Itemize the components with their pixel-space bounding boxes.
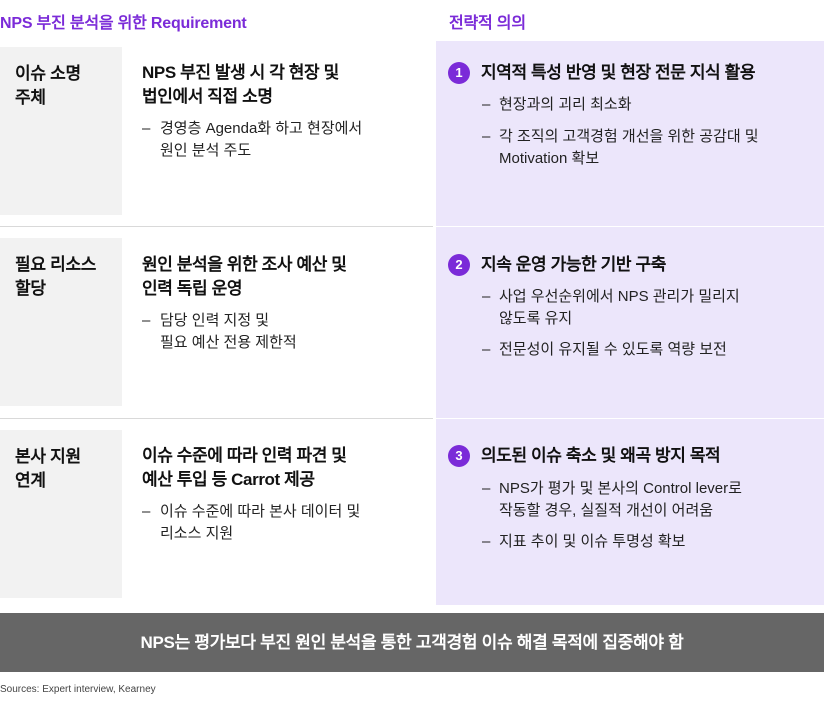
- requirement-title-line: 인력 독립 운영: [142, 279, 243, 298]
- strategy-bullet: NPS가 평가 및 본사의 Control lever로 작동할 경우, 실질적…: [482, 478, 802, 522]
- strategy-bullet: 지표 추이 및 이슈 투명성 확보: [482, 531, 802, 553]
- strategic-divider: [436, 418, 824, 419]
- number-badge: 2: [448, 254, 470, 276]
- requirement-title-line: 법인에서 직접 소명: [142, 87, 273, 106]
- bullet-line: 않도록 유지: [499, 310, 573, 327]
- row-label-resource-allocation: 필요 리소스 할당: [0, 238, 122, 406]
- bullet-line: 담당 인력 지정 및: [160, 312, 270, 329]
- requirement-header: NPS 부진 분석을 위한 Requirement: [0, 15, 247, 32]
- bullet-line: Motivation 확보: [499, 150, 600, 167]
- strategic-divider: [436, 226, 824, 227]
- requirement-bullet: 이슈 수준에 따라 본사 데이터 및 리소스 지원: [142, 501, 422, 545]
- bullet-line: 원인 분석 주도: [160, 142, 252, 159]
- number-badge: 3: [448, 445, 470, 467]
- bullet-line: 이슈 수준에 따라 본사 데이터 및: [160, 503, 361, 520]
- bullet-line: 사업 우선순위에서 NPS 관리가 밀리지: [499, 288, 740, 305]
- bullet-line: 지표 추이 및 이슈 투명성 확보: [499, 533, 686, 550]
- requirement-title-line: 원인 분석을 위한 조사 예산 및: [142, 255, 347, 274]
- row-label-issue-owner: 이슈 소명 주체: [0, 47, 122, 215]
- row-divider: [0, 226, 433, 227]
- strategy-title: 지역적 특성 반영 및 현장 전문 지식 활용: [481, 63, 756, 82]
- row-divider: [0, 418, 433, 419]
- strategy-bullet: 현장과의 괴리 최소화: [482, 94, 802, 116]
- bullet-line: 각 조직의 고객경험 개선을 위한 공감대 및: [499, 128, 759, 145]
- conclusion-banner: NPS는 평가보다 부진 원인 분석을 통한 고객경험 이슈 해결 목적에 집중…: [0, 613, 824, 672]
- strategic-header: 전략적 의의: [449, 15, 526, 32]
- strategy-bullet: 전문성이 유지될 수 있도록 역량 보전: [482, 339, 802, 361]
- strategy-bullet: 사업 우선순위에서 NPS 관리가 밀리지 않도록 유지: [482, 286, 802, 330]
- row-label-line: 이슈 소명: [15, 64, 81, 83]
- requirement-title: NPS 부진 발생 시 각 현장 및 법인에서 직접 소명: [142, 61, 422, 109]
- strategy-bullet: 각 조직의 고객경험 개선을 위한 공감대 및 Motivation 확보: [482, 126, 802, 170]
- requirement-bullet: 담당 인력 지정 및 필요 예산 전용 제한적: [142, 310, 422, 354]
- row-label-line: 본사 지원: [15, 447, 81, 466]
- bullet-line: 작동할 경우, 실질적 개선이 어려움: [499, 502, 714, 519]
- requirement-title-line: 이슈 수준에 따라 인력 파견 및: [142, 446, 347, 465]
- bullet-line: 리소스 지원: [160, 525, 234, 542]
- requirement-title: 이슈 수준에 따라 인력 파견 및 예산 투입 등 Carrot 제공: [142, 444, 422, 492]
- requirement-title-line: NPS 부진 발생 시 각 현장 및: [142, 63, 339, 82]
- number-badge: 1: [448, 62, 470, 84]
- requirement-title: 원인 분석을 위한 조사 예산 및 인력 독립 운영: [142, 253, 422, 301]
- row-label-line: 할당: [15, 279, 46, 298]
- source-note: Sources: Expert interview, Kearney: [0, 684, 156, 695]
- strategy-title: 의도된 이슈 축소 및 왜곡 방지 목적: [481, 446, 721, 465]
- bullet-line: 전문성이 유지될 수 있도록 역량 보전: [499, 341, 727, 358]
- requirement-bullet: 경영층 Agenda화 하고 현장에서 원인 분석 주도: [142, 118, 422, 162]
- bullet-line: NPS가 평가 및 본사의 Control lever로: [499, 480, 742, 497]
- bullet-line: 필요 예산 전용 제한적: [160, 334, 297, 351]
- row-label-line: 필요 리소스: [15, 255, 97, 274]
- bullet-line: 경영층 Agenda화 하고 현장에서: [160, 120, 363, 137]
- row-label-line: 연계: [15, 471, 46, 490]
- strategy-title: 지속 운영 가능한 기반 구축: [481, 255, 666, 274]
- bullet-line: 현장과의 괴리 최소화: [499, 96, 632, 113]
- row-label-hq-support: 본사 지원 연계: [0, 430, 122, 598]
- row-label-line: 주체: [15, 88, 46, 107]
- requirement-title-line: 예산 투입 등 Carrot 제공: [142, 470, 315, 489]
